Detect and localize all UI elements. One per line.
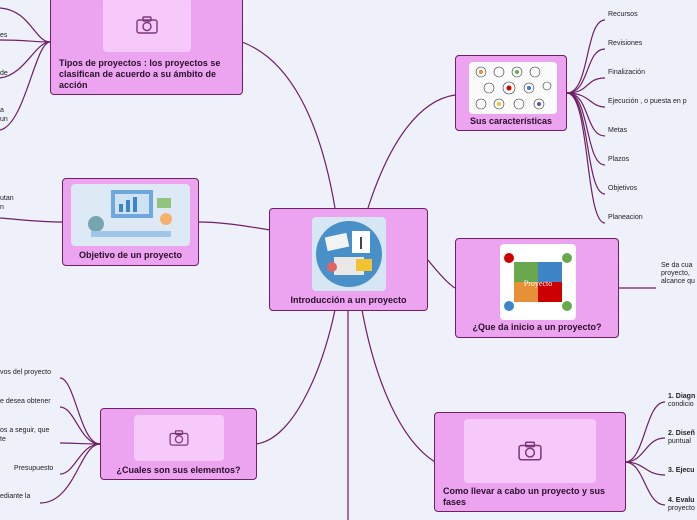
leaf-text: a <box>0 107 4 114</box>
image-placeholder <box>134 415 224 461</box>
image-label: Proyecto <box>524 279 552 288</box>
camera-icon <box>518 441 542 461</box>
node-title: Como llevar a cabo un proyecto y sus fas… <box>443 486 606 507</box>
link-central-inicio <box>427 259 456 289</box>
leaf-text: ediante la <box>0 493 31 500</box>
link-central-tipos <box>241 41 336 209</box>
node-inicio[interactable]: Proyecto ¿Que da inicio a un proyecto? <box>455 238 619 338</box>
link-central-caracteristicas <box>367 94 456 209</box>
node-title: Objetivo de un proyecto <box>78 250 182 260</box>
leaf-text: os a seguir, que <box>0 427 50 434</box>
central-title: Introducción a un proyecto <box>290 295 407 305</box>
leaf-fase-text: condicio <box>668 401 694 408</box>
node-elementos[interactable]: ¿Cuales son sus elementos? <box>100 408 257 480</box>
leaf-text: proyecto, <box>661 270 690 277</box>
node-title: ¿Cuales son sus elementos? <box>116 465 241 475</box>
leaf-fase-title: 2. Diseñ <box>668 430 695 437</box>
leaf-presupuesto: Presupuesto <box>14 465 54 472</box>
leaf-revisiones: Revisiones <box>608 40 643 47</box>
leaf-text: es <box>0 32 8 39</box>
node-caracteristicas[interactable]: Sus características <box>455 55 567 131</box>
leaf-finalizacion: Finalización <box>608 69 645 76</box>
node-title: ¿Que da inicio a un proyecto? <box>472 322 602 332</box>
project-icons-sketch-image <box>469 62 557 114</box>
leaf-plazos: Plazos <box>608 156 630 163</box>
camera-icon <box>169 430 189 446</box>
leaf-text: utan <box>0 195 14 202</box>
leaf-fase-title: 3. Ejecu <box>668 467 695 474</box>
leaf-fase-title: 1. Diagn <box>668 393 696 400</box>
camera-icon <box>136 15 158 34</box>
link-central-objetivo <box>197 221 271 231</box>
leaf-text: vos del proyecto <box>0 369 51 376</box>
leaf-fase-title: 4. Evalu <box>668 497 695 504</box>
data-analytics-image <box>71 184 190 246</box>
leaf-text: n <box>0 204 4 211</box>
leaf-text: te <box>0 436 6 443</box>
link-central-elementos <box>255 309 336 445</box>
leaf-text: e desea obtener <box>0 398 51 405</box>
link-central-llevar <box>361 309 436 463</box>
node-central[interactable]: Introducción a un proyecto <box>269 208 428 311</box>
leaf-text: alcance qu <box>661 278 695 285</box>
leaf-text: Se da cua <box>661 262 693 269</box>
leaf-fase-text: proyecto <box>668 505 695 512</box>
image-placeholder <box>464 419 596 483</box>
leaf-recursos: Recursos <box>608 11 638 18</box>
leaf-text: un <box>0 116 8 123</box>
puzzle-people-image: Proyecto <box>500 244 576 320</box>
node-objetivo[interactable]: Objetivo de un proyecto <box>62 178 199 266</box>
leaf-planeacion: Planeacion <box>608 214 643 221</box>
leaf-metas: Metas <box>608 127 628 134</box>
leaf-objetivos: Objetivos <box>608 185 638 192</box>
leaf-ejecucion: Ejecución , o puesta en p <box>608 98 687 105</box>
node-llevar-a-cabo[interactable]: Como llevar a cabo un proyecto y sus fas… <box>434 412 626 512</box>
image-placeholder <box>103 0 191 52</box>
leaf-text: de <box>0 70 8 77</box>
node-title: Sus características <box>469 116 553 126</box>
project-collage-image <box>312 217 386 291</box>
node-title: Tipos de proyectos : los proyectos se cl… <box>59 58 221 90</box>
node-tipos-de-proyectos[interactable]: Tipos de proyectos : los proyectos se cl… <box>50 0 243 95</box>
leaf-fase-text: puntual <box>668 438 691 445</box>
